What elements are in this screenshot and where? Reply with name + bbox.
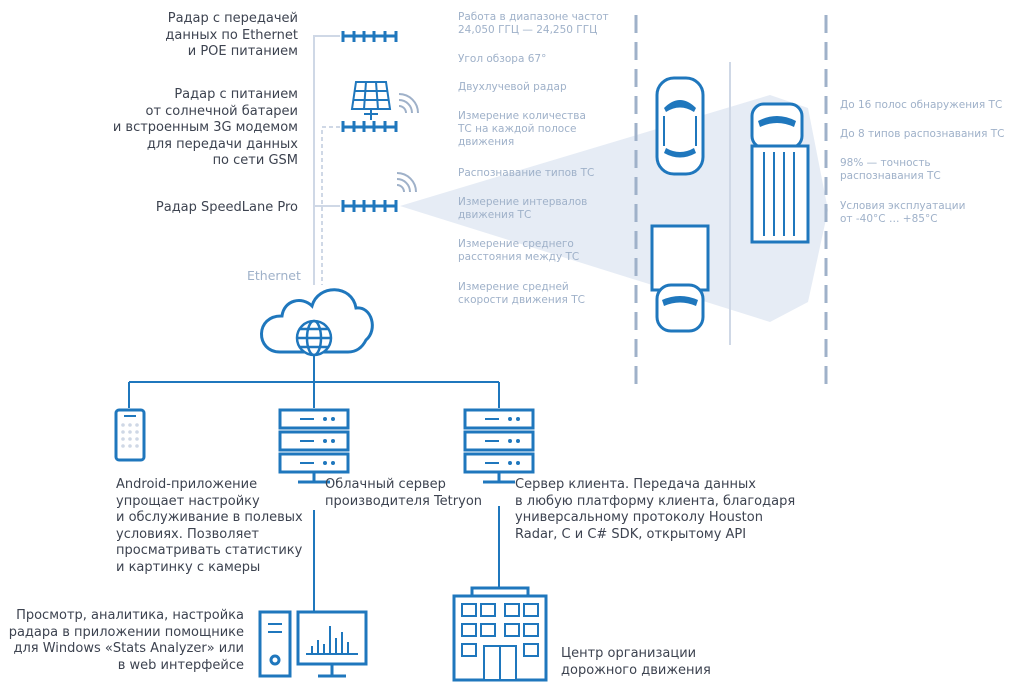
wireless-signal-icon <box>398 93 419 114</box>
truck-icon <box>750 102 810 244</box>
feature-view-angle: Угол обзора 67° <box>458 53 547 65</box>
detection-types: До 8 типов распознавания ТС <box>840 128 1005 140</box>
radar-speedlane-icon <box>341 200 398 212</box>
car-icon <box>655 76 705 176</box>
ethernet-line-1 <box>313 35 340 285</box>
solar-panel-icon <box>350 81 392 120</box>
radar-beam-signal-icon <box>396 172 417 193</box>
detection-lanes: До 16 полос обнаружения ТС <box>840 99 1003 111</box>
ethernet-label: Ethernet <box>247 268 301 283</box>
network-lines <box>128 355 500 629</box>
feature-type-recognition: Распознавание типов ТС <box>458 167 595 179</box>
cloud-server-icon <box>278 408 350 484</box>
building-icon <box>452 586 548 682</box>
radar-beam <box>400 95 828 322</box>
radar-solar-icon <box>341 121 398 132</box>
gsm-line <box>321 126 340 285</box>
globe-icon <box>295 319 333 357</box>
desktop-computer-icon <box>258 610 368 678</box>
radar-speedlane-label: Радар SpeedLane Pro <box>155 200 298 215</box>
phone-icon <box>114 408 146 462</box>
radar-ethernet-icon <box>341 31 398 42</box>
feature-dual-beam: Двухлучевой радар <box>458 81 567 93</box>
van-icon <box>650 224 710 333</box>
client-server-icon <box>463 408 535 484</box>
